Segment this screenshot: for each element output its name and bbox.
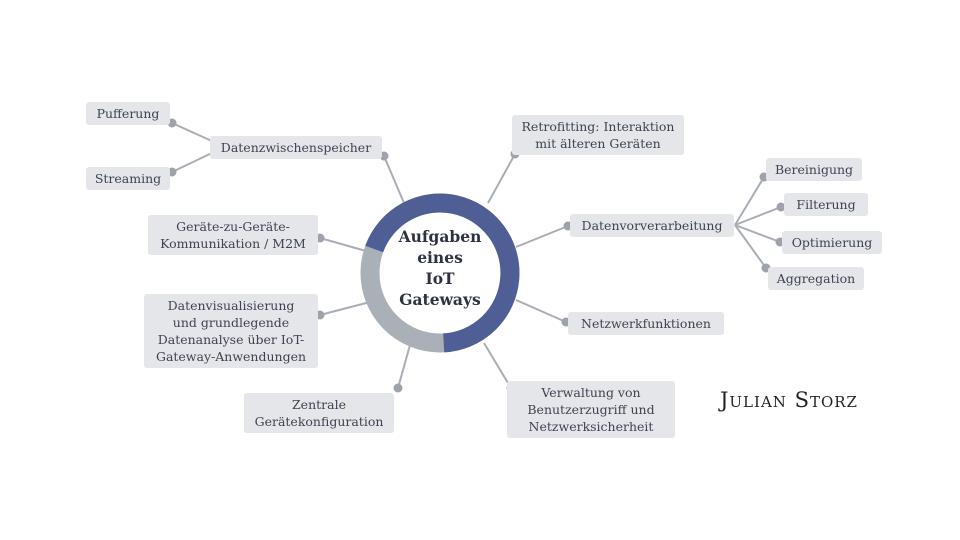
node-filterung: Filterung [784, 193, 868, 216]
author-brand: Julian Storz [720, 388, 858, 412]
node-visualisierung: Datenvisualisierung und grundlegende Dat… [144, 294, 318, 368]
node-zentrale: Zentrale Gerätekonfiguration [244, 393, 394, 433]
node-optimierung: Optimierung [782, 231, 882, 254]
node-aggregation: Aggregation [768, 267, 864, 290]
center-ring [360, 193, 520, 353]
node-bereinigung: Bereinigung [766, 158, 862, 181]
node-streaming: Streaming [86, 167, 170, 190]
node-verwaltung: Verwaltung von Benutzerzugriff und Netzw… [507, 381, 675, 438]
node-m2m: Geräte-zu-Geräte- Kommunikation / M2M [148, 215, 318, 255]
node-datenzwischenspeicher: Datenzwischenspeicher [210, 136, 382, 159]
center-topic: Aufgaben eines IoT Gateways [398, 227, 482, 309]
node-retrofitting: Retrofitting: Interaktion mit älteren Ge… [512, 115, 684, 155]
node-netzwerkfunktionen: Netzwerkfunktionen [568, 312, 724, 335]
node-pufferung: Pufferung [86, 102, 170, 125]
node-datenvorverarbeitung: Datenvorverarbeitung [570, 214, 734, 237]
